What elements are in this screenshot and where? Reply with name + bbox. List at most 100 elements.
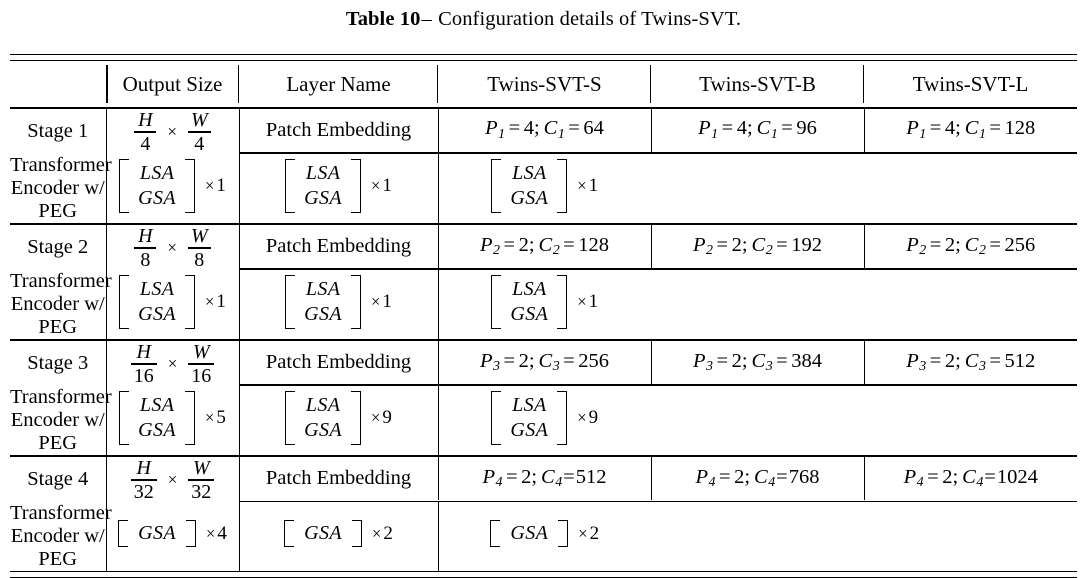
patch-var: P <box>906 117 919 140</box>
attention-label: LSA <box>512 277 547 300</box>
fraction-bar <box>134 131 157 133</box>
encoder-block-cell: GSA ×2 <box>438 502 651 571</box>
patch-subscript: 4 <box>708 475 716 491</box>
equals-sign: = <box>563 465 575 488</box>
equals-sign: = <box>721 117 734 140</box>
attention-label: LSA <box>139 277 175 300</box>
channel-value: 512 <box>1004 349 1036 372</box>
fraction-denominator: 4 <box>194 132 205 155</box>
bracket-group: GSA <box>490 520 569 548</box>
channel-subscript: 3 <box>765 359 773 375</box>
times-icon: × <box>371 175 381 195</box>
patch-embedding-expression: P2=2;C2=256 <box>906 233 1036 259</box>
stage-label-3: Stage 3 <box>27 351 89 374</box>
repeat-count: ×1 <box>205 174 226 196</box>
times-icon: × <box>205 175 215 195</box>
left-bracket-icon <box>285 390 296 445</box>
right-bracket-icon <box>557 274 568 329</box>
left-bracket-icon <box>119 390 130 445</box>
left-bracket-icon <box>491 390 502 445</box>
times-icon: × <box>577 175 587 195</box>
attention-label: GSA <box>304 522 343 545</box>
patch-embedding-cell: P4=2;C4=768 <box>651 456 865 501</box>
fraction-bar <box>188 363 215 365</box>
channel-value: 128 <box>578 233 609 256</box>
attention-label: GSA <box>510 186 549 209</box>
semicolon: ; <box>533 117 540 140</box>
patch-embedding-expression: P3=2;C3=512 <box>906 349 1036 375</box>
layer-patch-embedding: Patch Embedding <box>239 456 439 501</box>
times-icon: × <box>167 469 178 489</box>
patch-subscript: 3 <box>706 359 713 375</box>
channel-var: C <box>962 465 976 488</box>
stage-label-4: Stage 4 <box>27 467 89 490</box>
patch-value: 2 <box>518 233 529 256</box>
patch-embedding-cell: P3=2;C3=512 <box>864 341 1077 385</box>
fraction-numerator: H <box>136 456 151 479</box>
right-bracket-icon <box>557 158 568 213</box>
patch-embedding-underline <box>10 152 1077 154</box>
equals-sign: = <box>929 117 942 140</box>
attention-label: GSA <box>510 418 549 441</box>
encoder-block-cell: GSA×2 <box>239 502 439 572</box>
times-icon: × <box>205 291 215 311</box>
equals-sign: = <box>776 349 788 372</box>
attention-label: GSA <box>138 522 177 545</box>
semicolon: ; <box>528 233 535 256</box>
left-bracket-icon <box>285 274 296 329</box>
fraction-numerator: W <box>190 224 208 247</box>
bracket-group: GSA <box>284 520 363 548</box>
attention-label: LSA <box>305 277 341 300</box>
fraction-denominator: 8 <box>140 248 151 271</box>
times-icon: × <box>577 291 587 311</box>
table-bottom-rule <box>10 571 1077 578</box>
patch-embedding-cell: P1=4;C1=96 <box>651 108 865 153</box>
times-icon: × <box>578 523 588 543</box>
equals-sign: = <box>568 117 580 140</box>
equals-sign: = <box>563 349 575 372</box>
fraction-bar <box>134 247 157 249</box>
patch-value: 2 <box>521 465 532 488</box>
repeat-count: ×2 <box>578 522 600 544</box>
channel-subscript: 2 <box>765 243 773 259</box>
caption-dash: – <box>421 8 432 30</box>
times-icon: × <box>371 407 381 427</box>
channel-value: 256 <box>1004 233 1036 256</box>
encoder-block-cell: GSA×4 <box>106 502 240 572</box>
fraction-bar <box>130 479 157 481</box>
channel-var: C <box>538 349 553 372</box>
patch-var: P <box>480 349 493 372</box>
patch-embedding-expression: P4=2;C4=768 <box>696 466 820 491</box>
channel-var: C <box>751 349 766 372</box>
channel-subscript: 3 <box>978 359 986 375</box>
channel-value: 512 <box>575 465 607 488</box>
attention-label: LSA <box>139 161 175 184</box>
channel-subscript: 2 <box>978 243 986 259</box>
encoder-block-expression: GSA ×2 <box>490 520 600 548</box>
patch-embedding-cell: P2=2;C2=256 <box>864 225 1077 269</box>
attention-label: GSA <box>138 418 177 441</box>
fraction-bar <box>130 363 157 365</box>
equals-sign: = <box>989 349 1001 372</box>
patch-var: P <box>698 117 711 140</box>
